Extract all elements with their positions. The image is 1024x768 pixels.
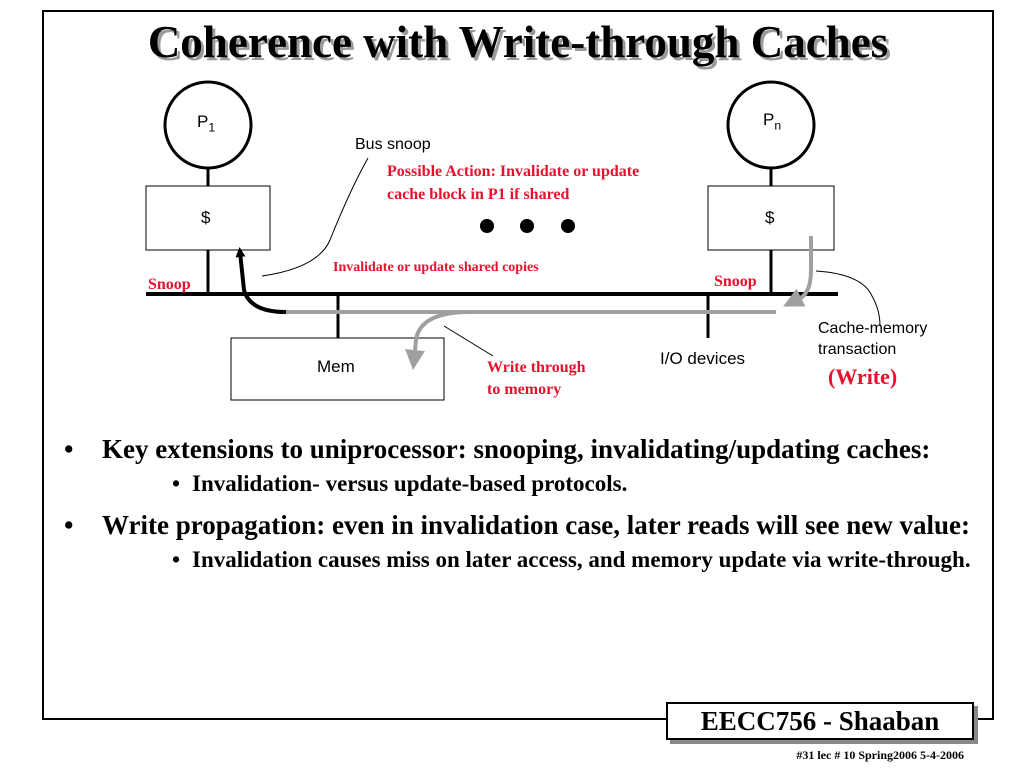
bus-snoop-label: Bus snoop — [355, 136, 431, 153]
course-footer-box: EECC756 - Shaaban — [666, 702, 974, 740]
bullet-2: Write propagation: even in invalidation … — [62, 508, 982, 542]
invalidate-shared-label: Invalidate or update shared copies — [333, 260, 539, 275]
memory-label: Mem — [317, 357, 355, 376]
bullet-1-sub: Invalidation- versus update-based protoc… — [170, 468, 982, 500]
ellipsis-dot-2 — [520, 219, 534, 233]
slide-meta: #31 lec # 10 Spring2006 5-4-2006 — [796, 748, 964, 762]
p1-label: P1 — [197, 112, 215, 134]
write-through-line1: Write through — [487, 359, 586, 376]
bus-snoop-leader — [261, 157, 369, 277]
p1-label-sub: 1 — [208, 120, 216, 135]
bullet-2-sub: Invalidation causes miss on later access… — [170, 544, 982, 576]
cache-mem-line1: Cache-memory — [818, 320, 928, 337]
snoop-right-label: Snoop — [714, 273, 757, 290]
write-through-leader — [443, 325, 494, 357]
p1-label-base: P — [197, 112, 209, 131]
bullet-list: Key extensions to uniprocessor: snooping… — [62, 432, 982, 584]
ellipsis-dot-3 — [561, 219, 575, 233]
possible-action-line1: Possible Action: Invalidate or update — [387, 163, 640, 180]
io-devices-label: I/O devices — [660, 349, 746, 368]
cache-right-label: $ — [765, 208, 775, 227]
invalidate-arrow — [235, 247, 287, 314]
slide-title: Coherence with Write-through Caches — [147, 17, 889, 67]
write-transaction-arrow — [783, 236, 813, 307]
write-through-arrow — [405, 310, 471, 370]
possible-action-line2: cache block in P1 if shared — [387, 186, 570, 203]
snoop-left-label: Snoop — [148, 276, 191, 293]
cache-mem-line2: transaction — [818, 341, 897, 358]
write-label: (Write) — [828, 364, 898, 389]
cache-mem-leader — [815, 270, 881, 327]
cache-left-label: $ — [201, 208, 211, 227]
cache-left-box — [145, 185, 271, 251]
pn-label: Pn — [763, 110, 781, 132]
slide-frame — [42, 10, 994, 720]
write-through-line2: to memory — [487, 381, 562, 398]
ellipsis-dot-1 — [480, 219, 494, 233]
pn-label-sub: n — [774, 118, 782, 133]
bullet-1: Key extensions to uniprocessor: snooping… — [62, 432, 982, 466]
pn-label-base: P — [763, 110, 775, 129]
